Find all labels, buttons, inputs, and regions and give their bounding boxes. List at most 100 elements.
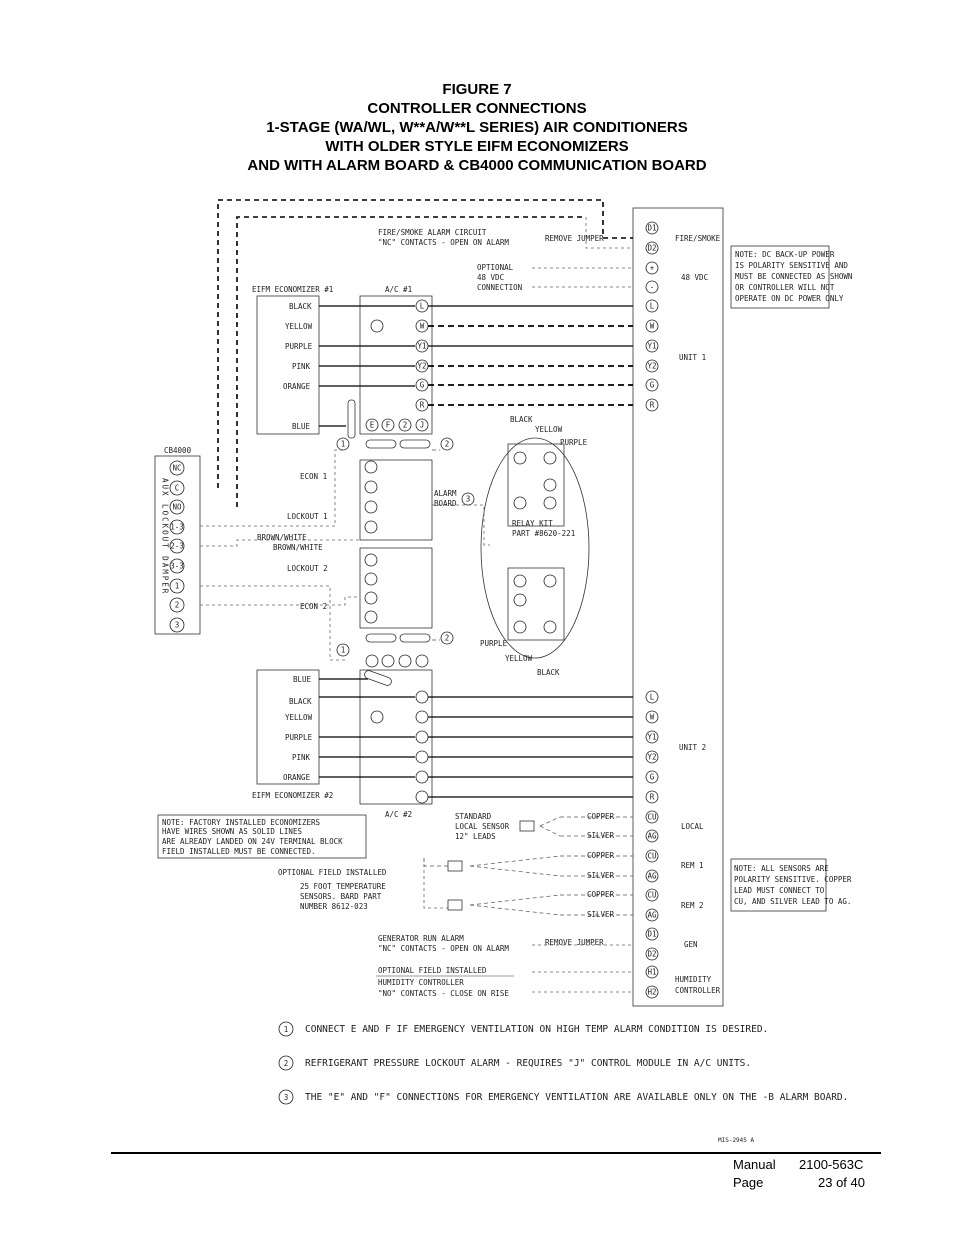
brown-white-label-2: BROWN/WHITE <box>273 543 323 552</box>
ac2-terminal-f <box>381 654 395 668</box>
lockout1-terminal-2 <box>364 500 378 514</box>
eifm2-wire-black: BLACK <box>289 697 312 706</box>
ac1-terminal-j <box>415 418 429 432</box>
lockout2-terminal-2 <box>364 572 378 586</box>
silver-label-2: SILVER <box>587 871 615 880</box>
figure-title-line4: AND WITH ALARM BOARD & CB4000 COMMUNICAT… <box>247 157 707 174</box>
dc-note-2: IS POLARITY SENSITIVE AND <box>735 261 848 270</box>
econ1-lockout1-box <box>359 459 433 541</box>
marker-1a-num: 1 <box>341 440 346 449</box>
lockout-wire-b <box>200 585 346 661</box>
figure-title-line3: WITH OLDER STYLE EIFM ECONOMIZERS <box>325 138 629 155</box>
ac1-terminal-r <box>415 398 429 412</box>
ctrl-label-unit1: UNIT 1 <box>679 353 706 362</box>
copper-label-2: COPPER <box>587 851 615 860</box>
ac2-terminal-r <box>415 790 429 804</box>
figure-number: FIGURE 7 <box>442 81 512 98</box>
relay-upper-box <box>507 443 565 527</box>
ac1-pin-l: L <box>420 302 425 311</box>
ctrl-pin-label: G <box>650 773 655 782</box>
ac1-terminal-l <box>415 299 429 313</box>
lockout1-label: LOCKOUT 1 <box>287 512 328 521</box>
lockout1-terminal-3 <box>364 520 378 534</box>
note-marker-2b <box>440 631 454 645</box>
cb4000-terminal-2 <box>169 597 185 613</box>
note-num-1: 1 <box>284 1025 289 1034</box>
note-marker-2a <box>440 437 454 451</box>
blue-fuse-jumper <box>347 399 356 439</box>
relay-wire-yellow-top: YELLOW <box>535 425 563 434</box>
eifm1-wire-yellow: YELLOW <box>285 322 313 331</box>
ac1-label: A/C #1 <box>385 285 412 294</box>
ctrl-label-gen: GEN <box>684 940 698 949</box>
ctrl-pin-label: W <box>650 713 655 722</box>
terminal-unit1-g <box>645 378 659 392</box>
eifm1-wire-purple: PURPLE <box>285 342 313 351</box>
factory-note-3: ARE ALREADY LANDED ON 24V TERMINAL BLOCK <box>162 837 343 846</box>
ac1-pin-2: 2 <box>403 421 408 430</box>
relay-wire-black-top: BLACK <box>510 415 533 424</box>
note-text-3: THE "E" AND "F" CONNECTIONS FOR EMERGENC… <box>305 1092 848 1103</box>
factory-note-1: NOTE: FACTORY INSTALLED ECONOMIZERS <box>162 818 321 827</box>
ctrl-pin-label: - <box>650 283 655 292</box>
ac1-box <box>359 295 433 435</box>
ctrl-pin-label: Y2 <box>647 753 656 762</box>
econ2-terminal-f <box>364 591 378 605</box>
econ1-terminal-f <box>364 480 378 494</box>
terminal-plus <box>645 261 659 275</box>
terminal-rem2-ag <box>645 908 659 922</box>
temp-sensors-2: SENSORS. BARD PART <box>300 892 382 901</box>
dc-note-5: OPERATE ON DC POWER ONLY <box>735 294 844 303</box>
terminal-unit1-w <box>645 319 659 333</box>
cb4000-pin-3-3: 3-3 <box>170 562 184 571</box>
factory-note-box <box>157 814 367 859</box>
humidity-3: "NO" CONTACTS - CLOSE ON RISE <box>378 989 509 998</box>
econ2-lockout2-box <box>359 547 433 629</box>
ctrl-pin-label: AG <box>647 872 657 881</box>
terminal-unit1-r <box>645 398 659 412</box>
terminal-rem1-cu <box>645 849 659 863</box>
note-marker-1b <box>336 643 350 657</box>
ctrl-pin-label: Y1 <box>647 733 656 742</box>
silver-label-3: SILVER <box>587 910 615 919</box>
ctrl-pin-label: Y2 <box>647 362 656 371</box>
eifm2-wire-yellow: YELLOW <box>285 713 313 722</box>
footer-manual-value: 2100-563C <box>799 1157 864 1172</box>
eifm1-wire-blue: BLUE <box>292 422 311 431</box>
relay-terminal-1b <box>513 620 527 634</box>
ctrl-pin-label: D1 <box>647 224 656 233</box>
ctrl-label-fire-smoke: FIRE/SMOKE <box>675 234 721 243</box>
ac1-terminal-y-inner <box>370 319 384 333</box>
fire-alarm-label-1: FIRE/SMOKE ALARM CIRCUIT <box>378 228 487 237</box>
eifm1-wire-pink: PINK <box>292 362 311 371</box>
marker-3-num: 3 <box>466 495 471 504</box>
silver-label-1: SILVER <box>587 831 615 840</box>
ac1-terminal-g <box>415 378 429 392</box>
cb4000-board <box>154 455 201 635</box>
sensor-note-4: CU, AND SILVER LEAD TO AG. <box>734 897 851 906</box>
relay-terminal-2b <box>513 574 527 588</box>
terminal-local-cu <box>645 810 659 824</box>
terminal-d1 <box>645 221 659 235</box>
ac2-terminal-e <box>365 654 379 668</box>
terminal-unit1-l <box>645 299 659 313</box>
ctrl-label-48vdc: 48 VDC <box>681 273 708 282</box>
econ1-label: ECON 1 <box>300 472 327 481</box>
remove-jumper-label-2: REMOVE JUMPER <box>545 938 604 947</box>
temp-sensors-1: 25 FOOT TEMPERATURE <box>300 882 386 891</box>
terminal-h2 <box>645 985 659 999</box>
standard-sensor-3: 12" LEADS <box>455 832 496 841</box>
cb4000-pin-nc: NC <box>172 464 181 473</box>
terminal-rem1-ag <box>645 869 659 883</box>
cb4000-pin-no: NO <box>172 503 182 512</box>
ac1-pin-f: F <box>386 421 391 430</box>
cb4000-vertical-label: AUX LOCKOUT DAMPER <box>161 478 170 595</box>
econ1-terminal-e <box>364 460 378 474</box>
ctrl-pin-label: + <box>650 264 655 273</box>
terminal-unit1-y1 <box>645 339 659 353</box>
ef-jumper-low <box>364 670 392 686</box>
cb4000-terminal-no <box>169 499 185 515</box>
ac1-terminal-f <box>381 418 395 432</box>
relay-terminal-5a <box>543 478 557 492</box>
ac2-terminal-g <box>415 770 429 784</box>
